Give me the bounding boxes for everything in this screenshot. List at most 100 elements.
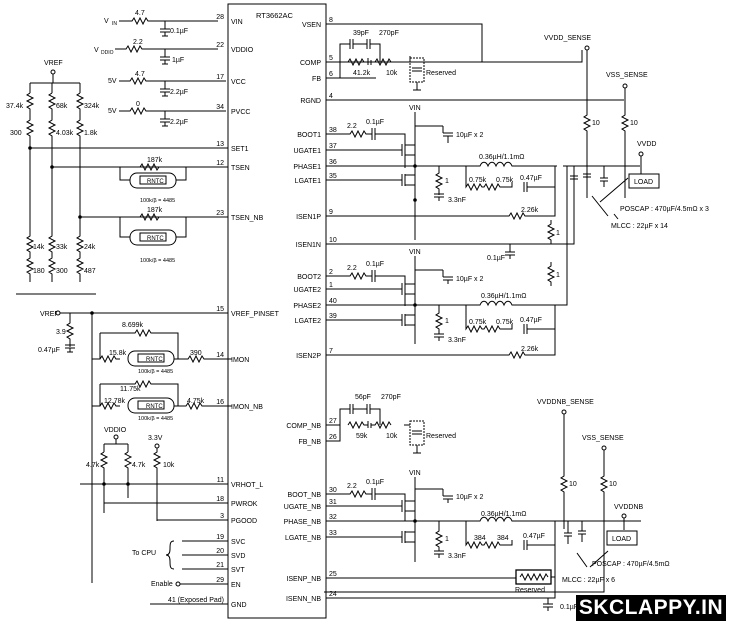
comp-c1-label: 39pF bbox=[353, 30, 369, 37]
vin-source-label: V bbox=[104, 18, 109, 25]
pin-number-left: 18 bbox=[216, 496, 224, 503]
vddio-source-label: V bbox=[94, 47, 99, 54]
vvdd-label: VVDD bbox=[637, 141, 656, 148]
pin-name-left: PVCC bbox=[231, 109, 250, 116]
p1-cin-label: 10µF x 2 bbox=[456, 132, 483, 139]
pin-number-left: 16 bbox=[216, 399, 224, 406]
to-cpu-label: To CPU bbox=[132, 550, 156, 557]
load-label: LOAD bbox=[634, 179, 653, 186]
v33-label: 3.3V bbox=[148, 435, 163, 442]
p2-r1-label: 0.75k bbox=[469, 319, 487, 326]
pin-name-left: VIN bbox=[231, 19, 243, 26]
vdd-sense-network: VVDD_SENSE 10 VSS_SENSE 10 bbox=[326, 35, 648, 198]
tsen-ntc-label: RNTC bbox=[147, 179, 164, 185]
pullup-network: VDDIO 4.7k 4.7k 3.3V 10k bbox=[80, 427, 228, 521]
pin-number-right: 35 bbox=[329, 173, 337, 180]
p2-inductor-label: 0.36µH/1.1mΩ bbox=[481, 293, 526, 300]
vddio-cap-label: 1µF bbox=[172, 57, 184, 64]
left-pin-list: VIN28VDDIO22VCC17PVCC34SET113TSEN12TSEN_… bbox=[168, 14, 280, 609]
imon-r-label: 3.9 bbox=[56, 329, 66, 336]
pin-name-right: LGATE_NB bbox=[285, 535, 321, 542]
pin-name-right: BOOT1 bbox=[297, 132, 321, 139]
vcc-resistor-label: 4.7 bbox=[135, 71, 145, 78]
comp-r2-label: 10k bbox=[386, 70, 398, 77]
pullup-r3-label: 10k bbox=[163, 462, 175, 469]
imon-nb-rtop-label: 11.75k bbox=[120, 386, 141, 393]
chip-body bbox=[227, 3, 327, 619]
pin-name-right: BOOT_NB bbox=[288, 492, 322, 499]
pin-name-right: BOOT2 bbox=[297, 274, 321, 281]
pvcc-cap-label: 2.2µF bbox=[170, 119, 188, 126]
imon-c-label: 0.47µF bbox=[38, 347, 60, 354]
pin-name-right: ISENP_NB bbox=[286, 576, 321, 583]
pvcc-source-label: 5V bbox=[108, 108, 117, 115]
phase1-vin-label: VIN bbox=[409, 105, 421, 112]
imon-nb-rser-label: 12.78k bbox=[104, 398, 126, 405]
p2-r2-label: 0.75k bbox=[496, 319, 514, 326]
nb-sense-r1-label: 10 bbox=[569, 481, 577, 488]
comp-network: 39pF 270pF 41.2k 10k Reserved bbox=[326, 23, 483, 91]
phase2-vin-label: VIN bbox=[409, 249, 421, 256]
pin-name-left: GND bbox=[231, 602, 247, 609]
p1-snub-r-label: 1 bbox=[445, 178, 449, 185]
pin-number-left: 21 bbox=[216, 562, 224, 569]
compnb-r2-label: 10k bbox=[386, 433, 398, 440]
comp-c2-label: 270pF bbox=[379, 30, 399, 37]
pin-name-left: SVT bbox=[231, 567, 245, 574]
vin-cap-label: 0.1µF bbox=[170, 28, 188, 35]
pnb-isen-c-label: 0.1µF bbox=[560, 604, 578, 611]
compnb-c1-label: 56pF bbox=[355, 394, 371, 401]
div3-mid-label: 1.8k bbox=[84, 130, 98, 137]
svg-text:IN: IN bbox=[112, 21, 117, 27]
nb-sense-r2-label: 10 bbox=[609, 481, 617, 488]
pin-number-right: 38 bbox=[329, 127, 337, 134]
pnb-r2-label: 384 bbox=[497, 535, 509, 542]
pin-number-right: 33 bbox=[329, 530, 337, 537]
pin-number-right: 39 bbox=[329, 313, 337, 320]
pullup-r1-label: 4.7k bbox=[86, 462, 100, 469]
pin-number-right: 1 bbox=[329, 282, 333, 289]
pin-number-right: 30 bbox=[329, 487, 337, 494]
vddnb-sense-network: VVDDNB_SENSE 10 VSS_SENSE 10 bbox=[324, 399, 624, 593]
vdd-output-stage: VVDD LOAD POSCAP : 470µF/4.5mΩ x 3 MLCC … bbox=[563, 141, 709, 230]
div2-top-label: 68k bbox=[56, 103, 68, 110]
pin-number-right: 32 bbox=[329, 514, 337, 521]
div3-b1-label: 24k bbox=[84, 244, 96, 251]
pnb-c-label: 0.47µF bbox=[523, 533, 545, 540]
imon-rtop-label: 8.699k bbox=[122, 322, 144, 329]
pin-number-right: 26 bbox=[329, 434, 337, 441]
imon-ntc-spec: 100k/β = 4485 bbox=[138, 369, 173, 375]
vdd-sense-r-label: 10 bbox=[592, 120, 600, 127]
pnb-snub-c-label: 3.3nF bbox=[448, 553, 466, 560]
pin-number-right: 27 bbox=[329, 418, 337, 425]
pin-name-right: RGND bbox=[300, 98, 321, 105]
vddio-pullup-label: VDDIO bbox=[104, 427, 127, 434]
phase-nb-power-stage: VIN 2.2 0.1µF 10µF x 2 0.36µH/1.1mΩ 1 3.… bbox=[326, 470, 608, 611]
p2-boot-r-label: 2.2 bbox=[347, 265, 357, 272]
pin-number-right: 10 bbox=[329, 237, 337, 244]
pin-name-right: COMP bbox=[300, 60, 321, 67]
vss-sense-r-label: 10 bbox=[630, 120, 638, 127]
imon-rout-label: 390 bbox=[190, 350, 202, 357]
pin-name-right: UGATE_NB bbox=[284, 504, 322, 511]
watermark-logo: SKCLAPPY.IN bbox=[576, 595, 726, 621]
imon-nb-ntc-spec: 100k/β = 4485 bbox=[138, 416, 173, 422]
pnb-snub-r-label: 1 bbox=[445, 536, 449, 543]
pin-name-right: PHASE_NB bbox=[284, 519, 322, 526]
pin-number-left: 3 bbox=[220, 513, 224, 520]
imon-nb-ntc-label: RNTC bbox=[146, 404, 163, 410]
comp-reserved-label: Reserved bbox=[426, 70, 456, 77]
pnb-reserved-label: Reserved bbox=[515, 587, 545, 594]
comp-nb-network: 56pF 270pF 59k 10k Reserved bbox=[326, 394, 456, 454]
pin-name-left: VDDIO bbox=[231, 47, 254, 54]
div3-b2-label: 487 bbox=[84, 268, 96, 275]
pin-number-right: 40 bbox=[329, 298, 337, 305]
vref-label: VREF bbox=[44, 60, 63, 67]
pin-number-right: 9 bbox=[329, 209, 333, 216]
vddnb-sense-label: VVDDNB_SENSE bbox=[537, 399, 594, 406]
pin-number-right: 5 bbox=[329, 55, 333, 62]
p1-snub-c-label: 3.3nF bbox=[448, 197, 466, 204]
pin-name-left: VCC bbox=[231, 79, 246, 86]
vss-sense-label: VSS_SENSE bbox=[606, 72, 648, 79]
pin-name-right: UGATE1 bbox=[294, 148, 322, 155]
